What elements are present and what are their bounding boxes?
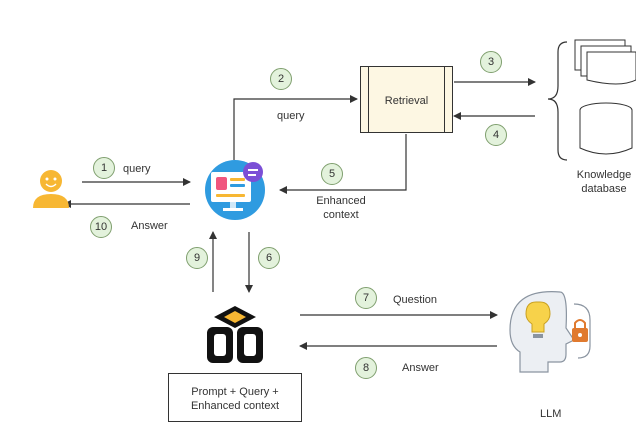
- step-9-badge: 9: [186, 247, 208, 269]
- prompt-node: Prompt + Query + Enhanced context: [168, 373, 302, 422]
- arrow-retrieval-to-app: [279, 134, 407, 194]
- knowledge-database-icon: [547, 39, 636, 161]
- step-5-badge: 5: [321, 163, 343, 185]
- edge-1-label: query: [123, 163, 151, 175]
- llm-label: LLM: [540, 408, 562, 420]
- edge-8-label: Answer: [402, 362, 439, 374]
- edge-5-label: Enhanced context: [316, 195, 366, 221]
- arrow-app-to-retrieval: [233, 95, 358, 160]
- edge-2-label: query: [277, 110, 305, 122]
- app-monitor-icon: [205, 160, 265, 220]
- step-3-badge: 3: [480, 51, 502, 73]
- edge-7-label: Question: [393, 294, 438, 306]
- retrieval-label: Retrieval: [384, 95, 429, 107]
- step-1-badge: 1: [93, 157, 115, 179]
- prompt-cube-icon: [207, 306, 263, 363]
- step-8-badge: 8: [355, 357, 377, 379]
- retrieval-node: Retrieval: [360, 66, 453, 133]
- edge-10-label: Answer: [131, 220, 168, 232]
- retrieval-right-rule: [444, 67, 445, 132]
- step-2-badge: 2: [270, 68, 292, 90]
- step-6-badge: 6: [258, 247, 280, 269]
- user-icon: [33, 170, 69, 208]
- llm-brain-icon: [509, 291, 591, 373]
- knowledge-database-label: Knowledge database: [576, 169, 632, 195]
- step-7-badge: 7: [355, 287, 377, 309]
- retrieval-left-rule: [368, 67, 369, 132]
- step-10-badge: 10: [90, 216, 112, 238]
- step-4-badge: 4: [485, 124, 507, 146]
- prompt-label: Prompt + Query + Enhanced context: [190, 386, 280, 412]
